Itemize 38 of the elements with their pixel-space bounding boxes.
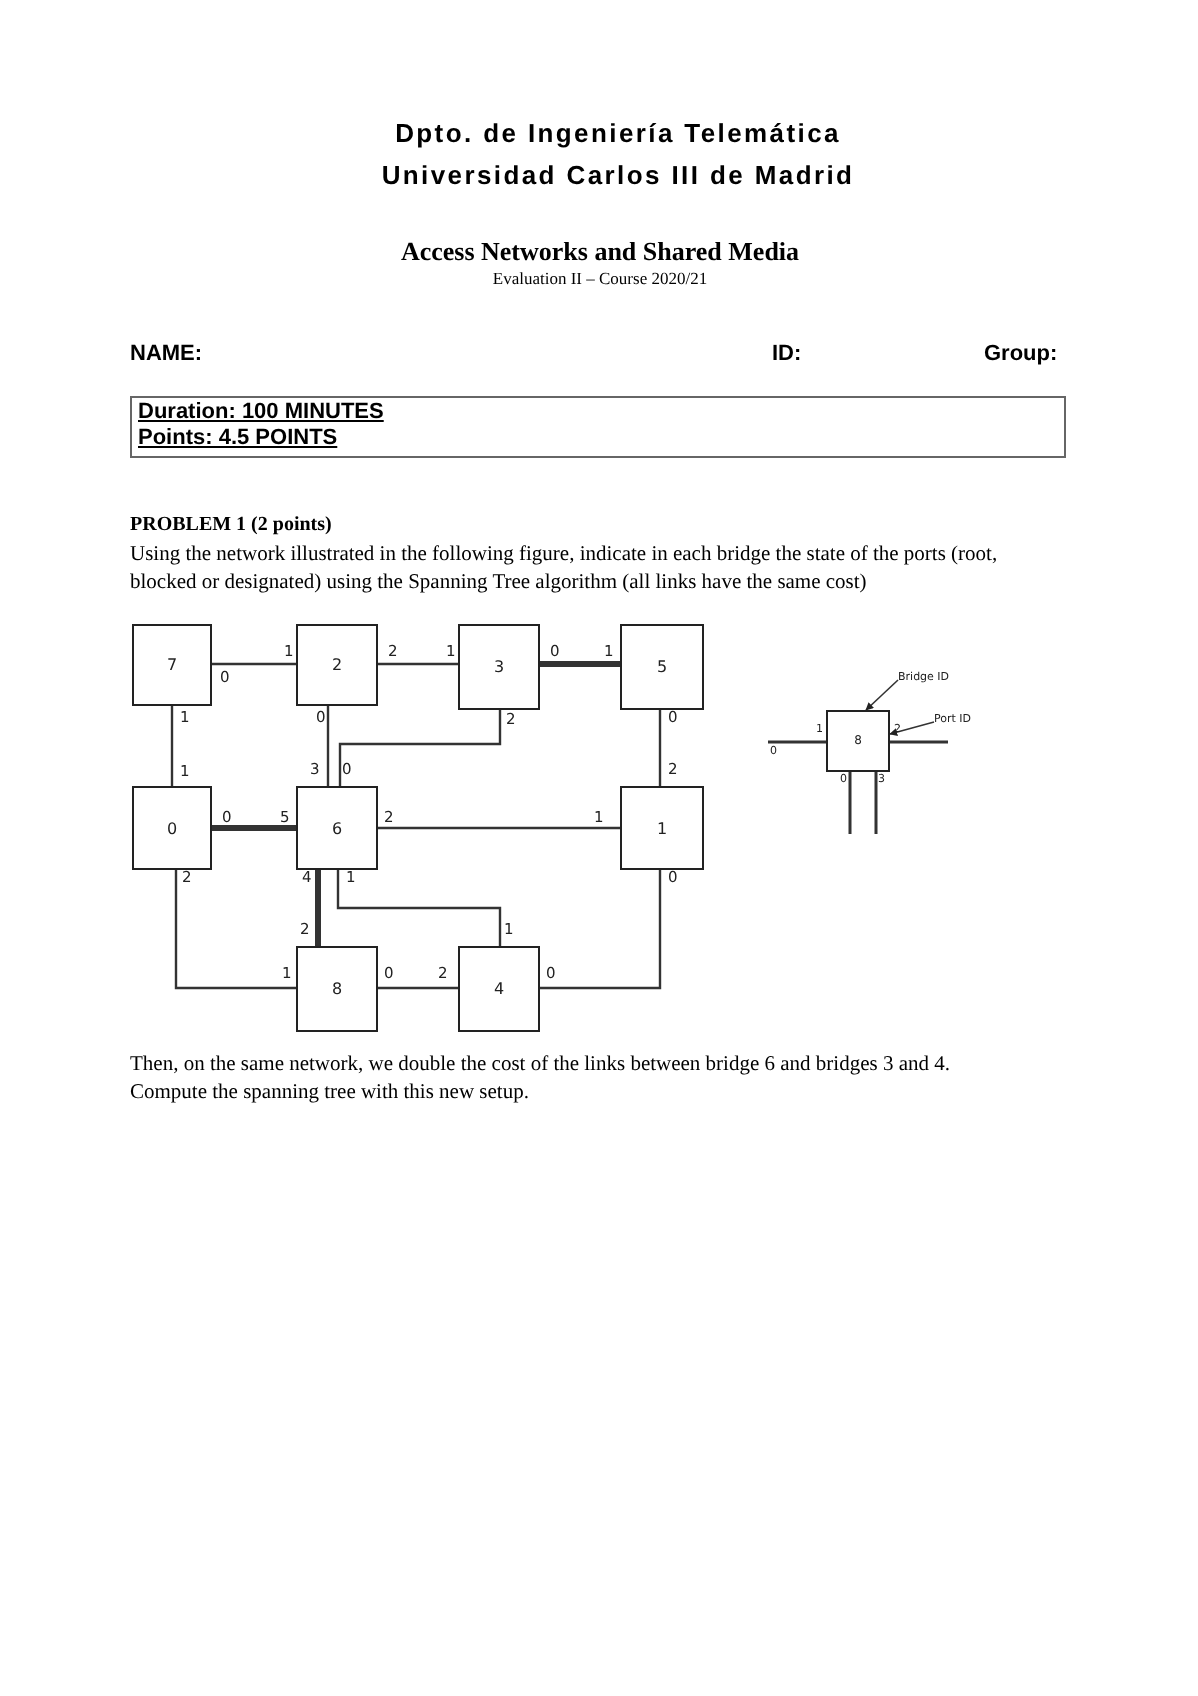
- link-line: [315, 870, 321, 946]
- link-line: [326, 706, 330, 786]
- bridge-box: 5: [620, 624, 704, 710]
- bridge-box: 0: [132, 786, 212, 870]
- course-title: Access Networks and Shared Media: [400, 236, 800, 268]
- link-line: [658, 710, 662, 786]
- link-line: [174, 870, 296, 990]
- problem-statement: Using the network illustrated in the following figure, indicate in each bridge the state of the ports (root, blocked or designated) using the Spanning Tree algorithm (all links have the same cost): [130, 542, 1000, 598]
- link-line: [378, 826, 620, 830]
- field-label: ID:: [772, 342, 802, 366]
- link-line: [338, 710, 502, 786]
- bridge-box: 6: [296, 786, 378, 870]
- link-line: [170, 706, 174, 786]
- university-name: Universidad Carlos III de Madrid: [381, 160, 855, 190]
- leader-arrow: [889, 721, 935, 736]
- department-title: Dpto. de Ingeniería Telemática: [395, 118, 841, 148]
- bridge-box: 8: [296, 946, 378, 1032]
- info-box: [130, 396, 1066, 458]
- link-line: [212, 662, 296, 666]
- duration-text: Duration: 100 MINUTES: [138, 400, 384, 426]
- link-line: [540, 661, 620, 667]
- bridge-box: 4: [458, 946, 540, 1032]
- link-line: [540, 870, 662, 990]
- field-label: Group:: [984, 342, 1058, 366]
- link-line: [212, 825, 296, 831]
- bridge-box: 3: [458, 624, 540, 710]
- follow-up-statement: Then, on the same network, we double the cost of the links between bridge 6 and bridges 3 and 4. Compute the spanning tree with this new setup.: [130, 1052, 952, 1108]
- link-line: [378, 986, 458, 990]
- field-label: NAME:: [130, 342, 203, 366]
- leader-arrow: [865, 679, 899, 711]
- bridge-box: 2: [296, 624, 378, 706]
- problem-heading: PROBLEM 1 (2 points): [130, 514, 332, 536]
- bridge-box: 1: [620, 786, 704, 870]
- bridge-box: 7: [132, 624, 212, 706]
- points-text: Points: 4.5 POINTS: [138, 426, 338, 452]
- evaluation-subtitle: Evaluation II – Course 2020/21: [492, 268, 708, 288]
- link-line: [378, 662, 458, 666]
- link-line: [336, 870, 502, 946]
